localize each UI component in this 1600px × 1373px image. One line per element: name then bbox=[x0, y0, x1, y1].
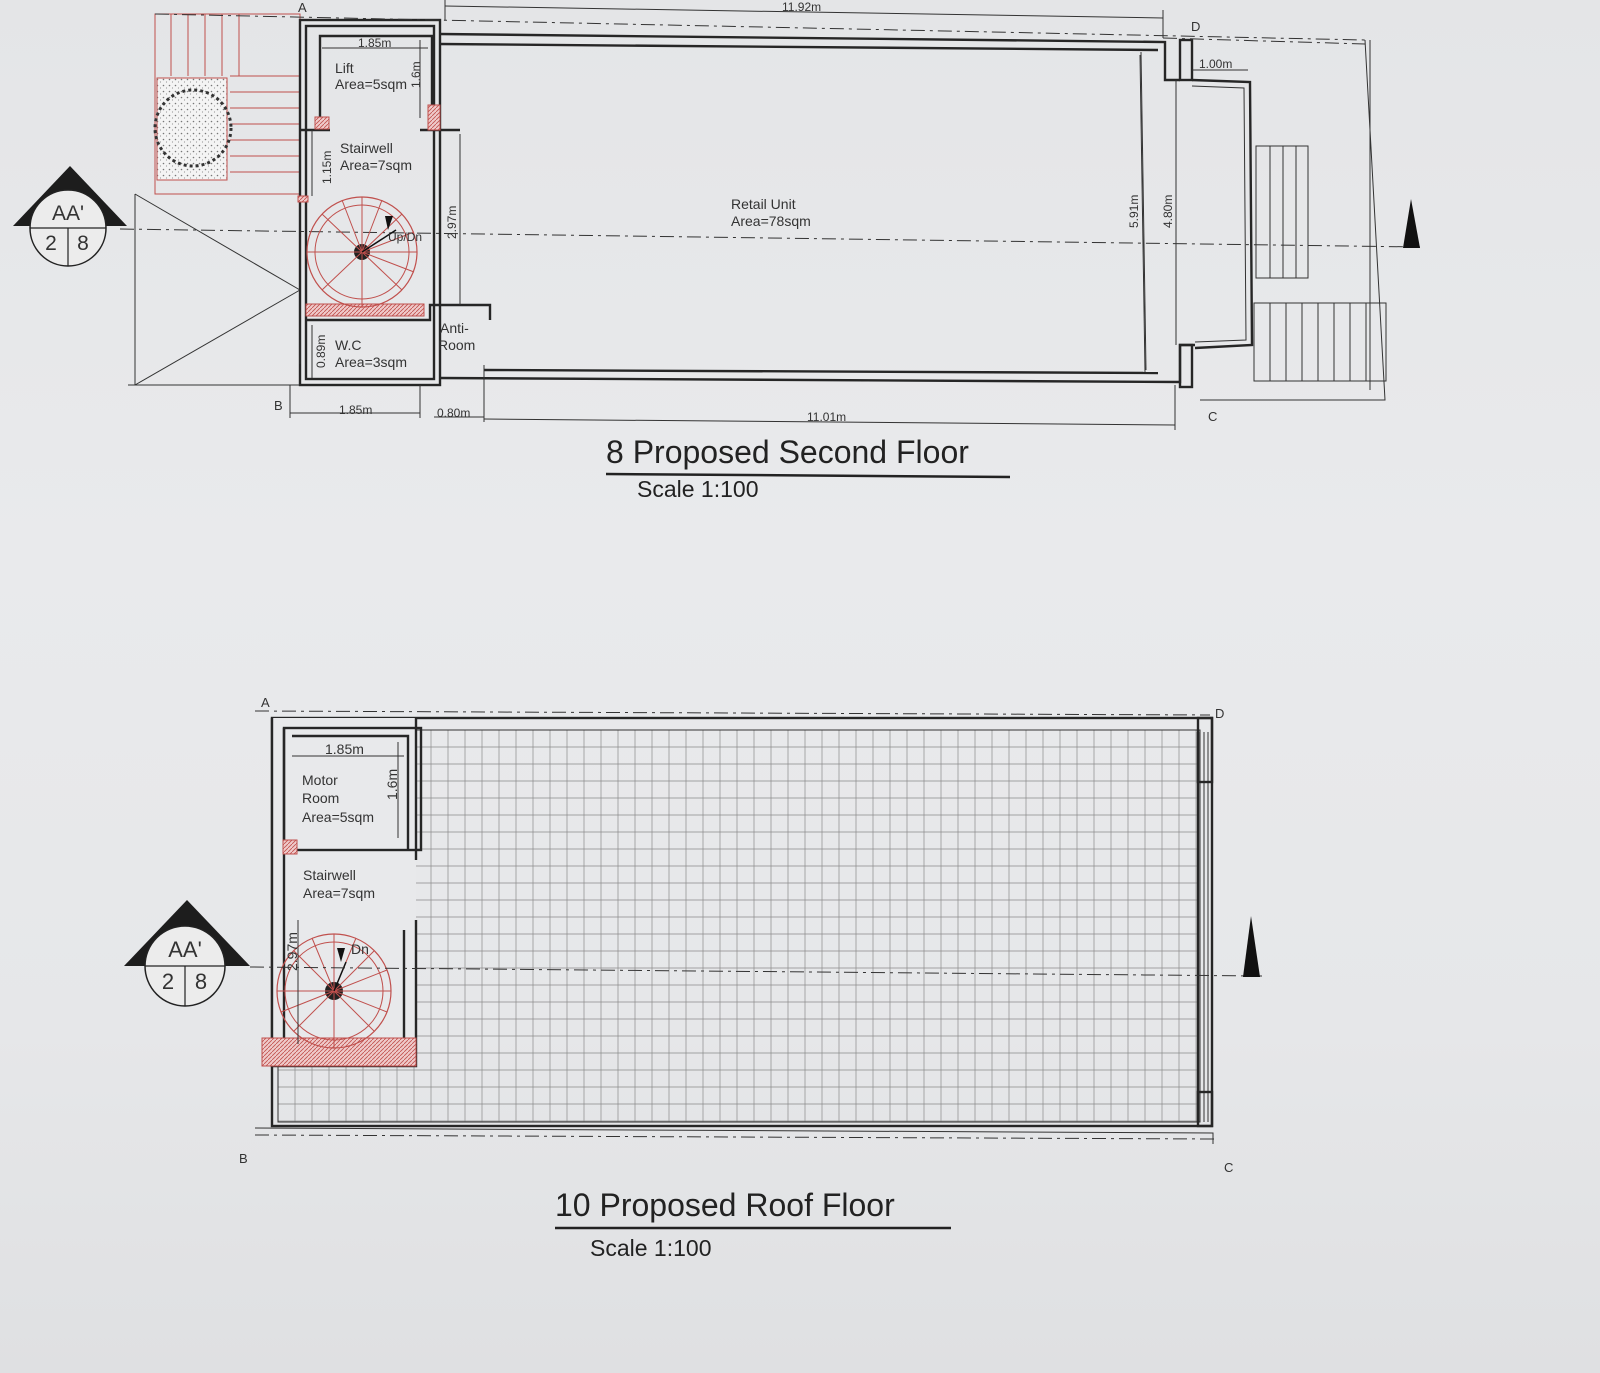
dim-retail-inner: 5.91m bbox=[1127, 195, 1141, 228]
section-line bbox=[119, 228, 1421, 248]
dim-balcony: 1.00m bbox=[1199, 57, 1232, 71]
stair-arrow-icon bbox=[337, 948, 345, 962]
dim-stair-landing: 1.15m bbox=[320, 151, 334, 184]
tree-icon bbox=[153, 88, 233, 168]
corner-d: D bbox=[1215, 706, 1224, 721]
dim-lift-depth: 1.6m bbox=[409, 61, 423, 88]
corner-a: A bbox=[298, 0, 307, 15]
lift-area: Area=5sqm bbox=[335, 76, 407, 92]
section-arrow-right bbox=[1243, 916, 1260, 977]
section-sheet-left: 2 bbox=[162, 969, 174, 994]
stairwell-area: Area=7sqm bbox=[303, 885, 375, 901]
core-walls bbox=[297, 18, 492, 387]
corner-b: B bbox=[274, 398, 283, 413]
dimension-lines bbox=[289, 0, 1248, 430]
section-marker: AA' 2 8 bbox=[13, 166, 127, 267]
anti-room-label-line2: Room bbox=[438, 337, 475, 353]
corner-c: C bbox=[1224, 1160, 1233, 1175]
stair-direction: Dn bbox=[351, 941, 369, 957]
roof-spiral-stair: Dn bbox=[276, 933, 392, 1049]
plan-scale: Scale 1:100 bbox=[590, 1235, 711, 1261]
wc-area: Area=3sqm bbox=[335, 354, 407, 370]
plan-title: 8 Proposed Second Floor bbox=[606, 434, 969, 470]
dim-facade-width: 4.80m bbox=[1161, 195, 1175, 228]
dim-retail-length: 11.01m bbox=[807, 410, 846, 424]
retail-walls bbox=[439, 32, 1254, 389]
corner-a: A bbox=[261, 695, 270, 710]
anti-room-label-line1: Anti- bbox=[440, 320, 469, 336]
dim-wc-width: 1.85m bbox=[339, 403, 372, 417]
stairwell-label: Stairwell bbox=[303, 867, 356, 883]
dim-wc-depth: 0.89m bbox=[314, 335, 328, 368]
wc-label: W.C bbox=[335, 337, 361, 353]
section-line bbox=[249, 966, 1263, 977]
corner-c: C bbox=[1208, 409, 1217, 424]
section-arrow-right bbox=[1403, 199, 1420, 248]
entrance-steps bbox=[1253, 145, 1387, 382]
section-name: AA' bbox=[168, 937, 202, 962]
motor-room-area: Area=5sqm bbox=[302, 809, 374, 825]
dim-lift-width: 1.85m bbox=[358, 36, 391, 50]
motor-room-label-line1: Motor bbox=[302, 772, 338, 788]
corner-d: D bbox=[1191, 19, 1200, 34]
dim-stair-depth: 2.97m bbox=[284, 932, 300, 971]
stair-arrow-icon bbox=[385, 216, 393, 230]
roof-core bbox=[261, 718, 423, 1068]
section-marker: AA' 2 8 bbox=[124, 900, 250, 1007]
section-sheet-right: 8 bbox=[77, 232, 89, 255]
plan-scale: Scale 1:100 bbox=[637, 476, 758, 502]
corner-b: B bbox=[239, 1151, 248, 1166]
dim-motor-depth: 1.6m bbox=[384, 769, 400, 800]
motor-room-label-line2: Room bbox=[302, 790, 339, 806]
second-floor-plan: AA' 2 8 bbox=[13, 0, 1421, 502]
stairwell-label: Stairwell bbox=[340, 140, 393, 156]
spiral-stair: Up/Dn bbox=[306, 196, 422, 308]
roof-floor-plan: Dn AA' 2 8 1.85m 1.6m 2.97m Motor Room A… bbox=[124, 695, 1263, 1261]
lift-label: Lift bbox=[335, 60, 354, 76]
section-name: AA' bbox=[52, 202, 84, 225]
roof-dimension-lines bbox=[292, 742, 404, 1044]
section-sheet-left: 2 bbox=[45, 232, 57, 255]
dim-motor-width: 1.85m bbox=[325, 741, 364, 757]
roof-walls bbox=[254, 710, 1216, 1144]
garden-area bbox=[153, 13, 301, 195]
retail-unit-label: Retail Unit bbox=[731, 196, 796, 212]
stair-direction: Up/Dn bbox=[388, 230, 422, 244]
dim-overall-top: 11.92m bbox=[782, 0, 821, 14]
retail-unit-area: Area=78sqm bbox=[731, 213, 811, 229]
site-outline-left bbox=[134, 193, 301, 386]
section-sheet-right: 8 bbox=[195, 969, 207, 994]
dim-stair-depth: 2.97m bbox=[445, 206, 459, 239]
stairwell-area: Area=7sqm bbox=[340, 157, 412, 173]
plan-title: 10 Proposed Roof Floor bbox=[555, 1187, 895, 1223]
dim-door: 0.80m bbox=[437, 406, 470, 420]
